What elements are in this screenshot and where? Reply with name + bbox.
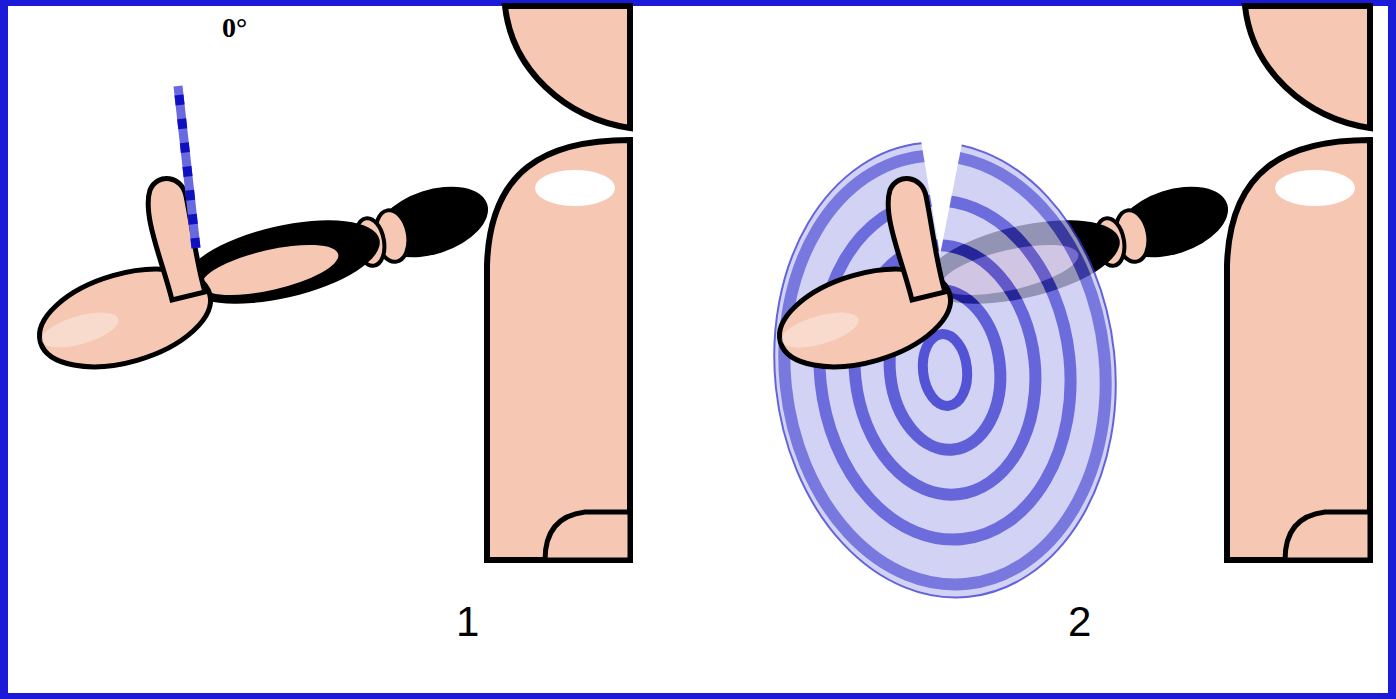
panel-number: 2	[1068, 598, 1091, 646]
slide-ground	[8, 6, 1388, 693]
panel-number: 1	[456, 598, 479, 646]
angle-label: 0°	[222, 12, 247, 44]
